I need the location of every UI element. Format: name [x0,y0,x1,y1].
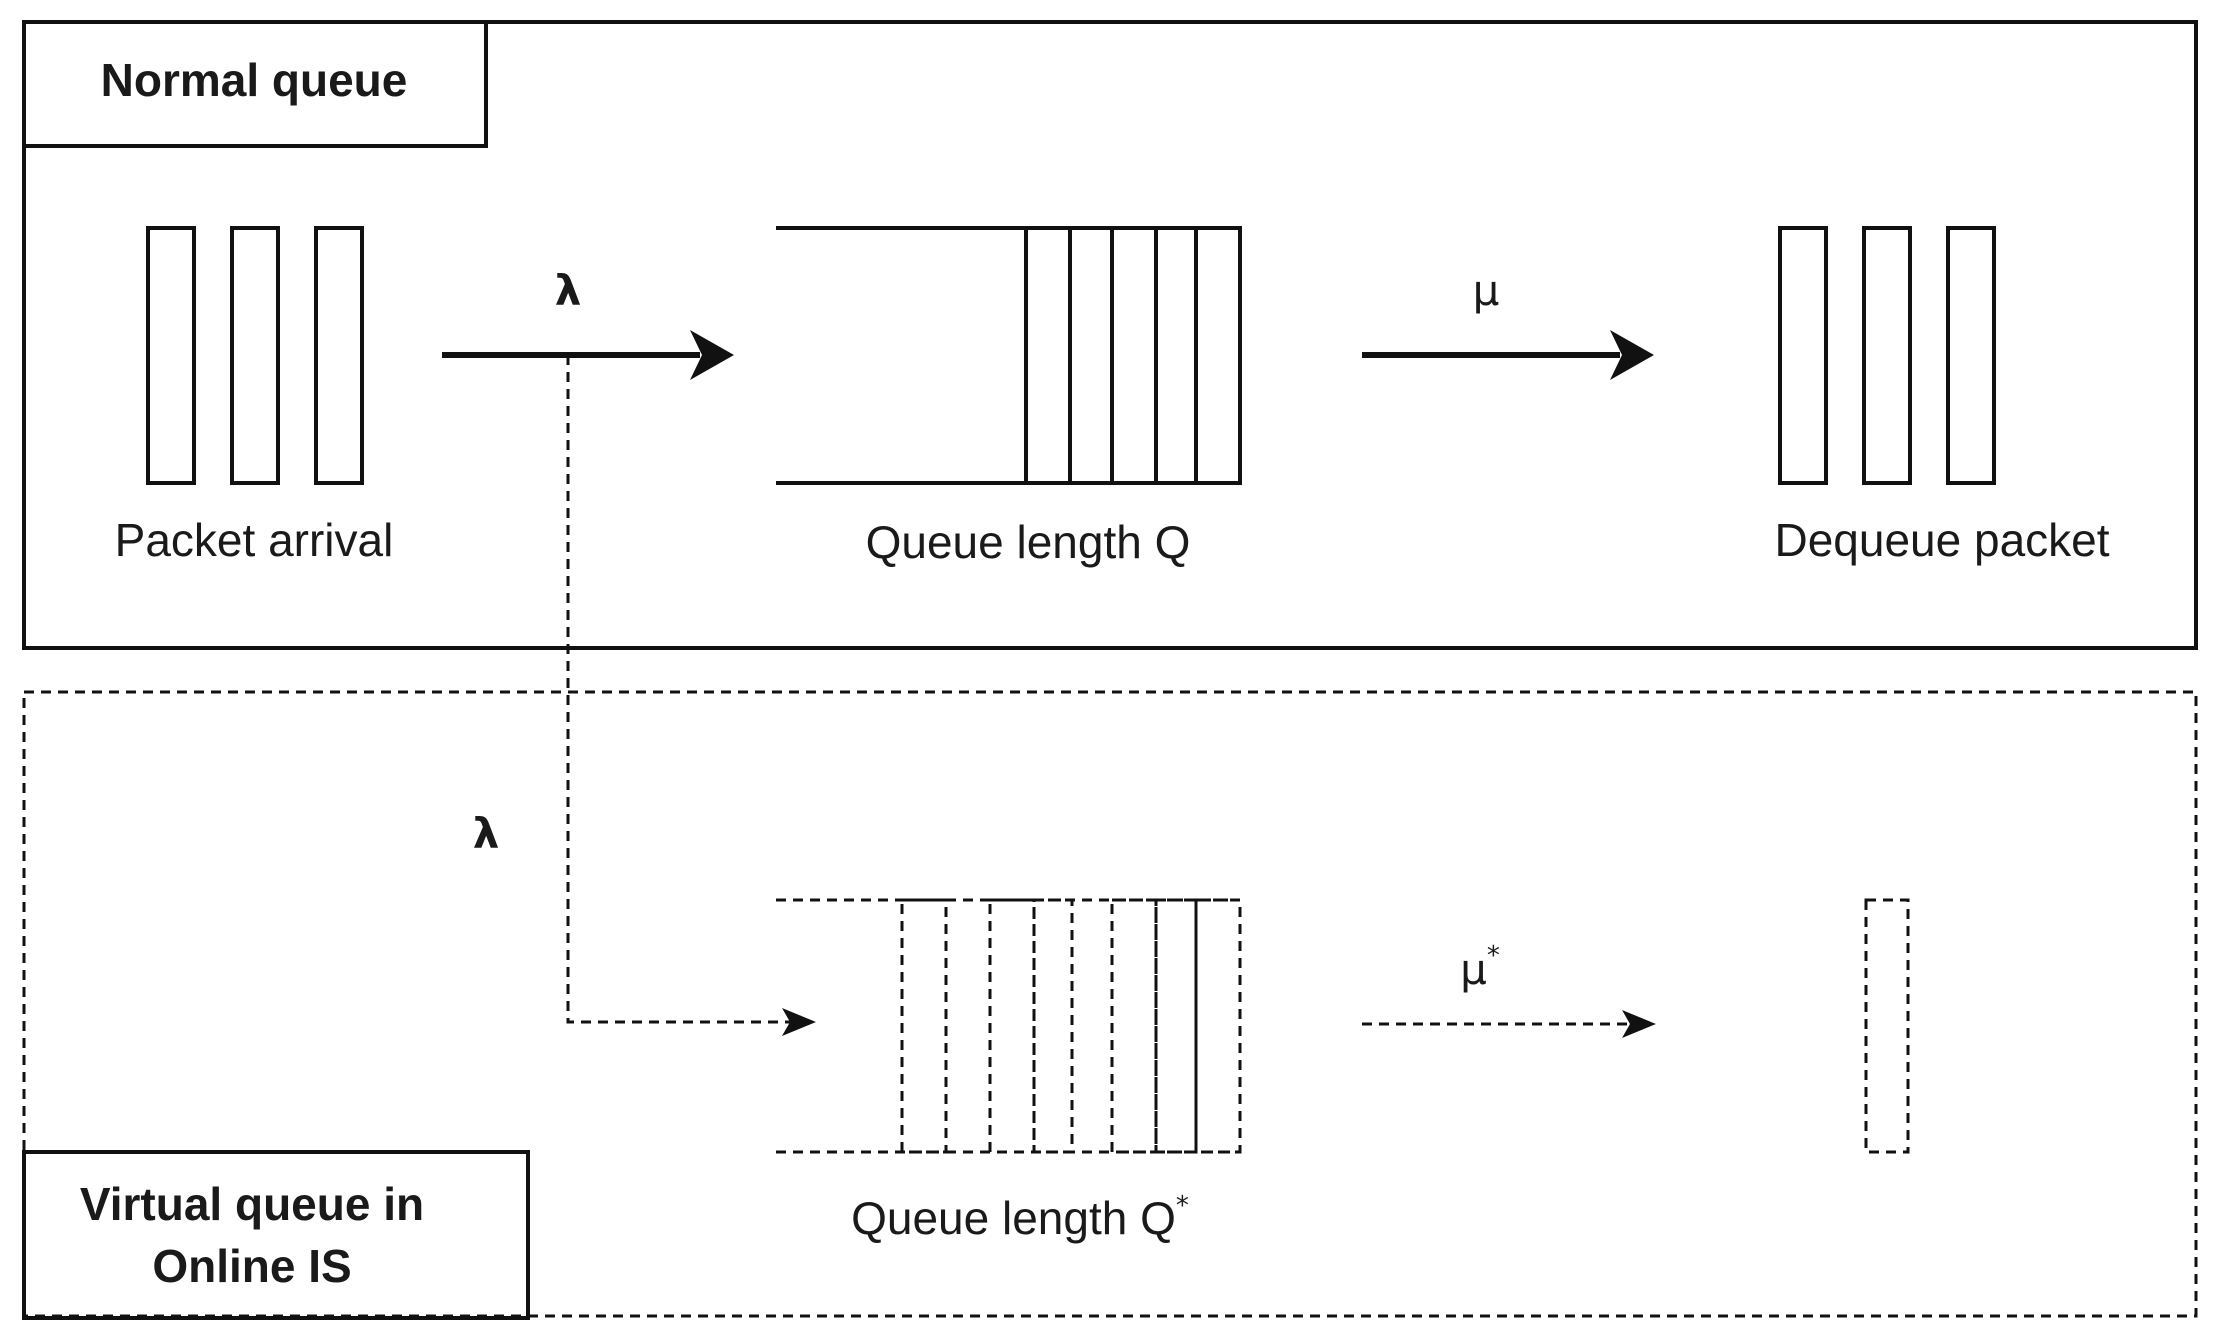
dequeue-packets [1778,226,1996,485]
queued-packet [1110,226,1158,485]
dequeued-packet [1946,226,1996,485]
arrival-packet [314,226,364,485]
dequeue-label: Dequeue packet [1774,514,2109,566]
virtual-queued-packet [988,898,1036,1154]
virtual-queue-buffer [776,898,1242,1154]
virtual-queue-panel: Virtual queue in Online IS λ Queue lengt… [22,355,2198,1320]
virtual-queue-length-label: Queue length Q* [851,1191,1189,1244]
virtual-queued-packet [1194,898,1242,1154]
virtual-queued-packet [900,898,948,1154]
virtual-queued-packet [1154,898,1198,1154]
normal-queue-panel: Normal queue Packet arrival λ Queue leng… [22,20,2198,650]
virtual-queue-title-box [22,1150,530,1320]
queue-length-label: Queue length Q [866,516,1191,568]
virtual-queue-title-line1: Virtual queue in [80,1178,424,1230]
normal-queue-title-box [22,20,488,148]
arrival-label: Packet arrival [115,514,394,566]
virtual-service-arrow [1362,1010,1656,1038]
arrival-packet [146,226,196,485]
dequeued-packet [1862,226,1912,485]
virtual-queue-border [22,690,2198,1318]
service-rate-symbol: μ [1473,266,1500,315]
service-arrow [1362,330,1654,380]
virtual-queue-title-line2: Online IS [152,1240,351,1292]
arrival-arrow [442,330,734,380]
queued-packet [1024,226,1072,485]
queued-packet [1068,226,1114,485]
virtual-service-rate-symbol: μ* [1460,941,1500,994]
virtual-dequeued-packet [1864,898,1910,1154]
virtual-queued-packet [1032,898,1074,1154]
normal-queue-title: Normal queue [101,54,408,106]
queued-packet [1154,226,1198,485]
normal-queue-border [22,20,2198,650]
arrival-rate-symbol: λ [555,266,582,315]
arrival-packets [146,226,364,485]
dequeued-packet [1778,226,1828,485]
arrival-packet [230,226,280,485]
virtual-arrival-rate-symbol: λ [473,809,500,858]
virtual-arrival-arrow [566,355,816,1036]
virtual-queued-packet [1110,898,1158,1154]
queue-buffer [776,226,1242,485]
queued-packet [1194,226,1242,485]
